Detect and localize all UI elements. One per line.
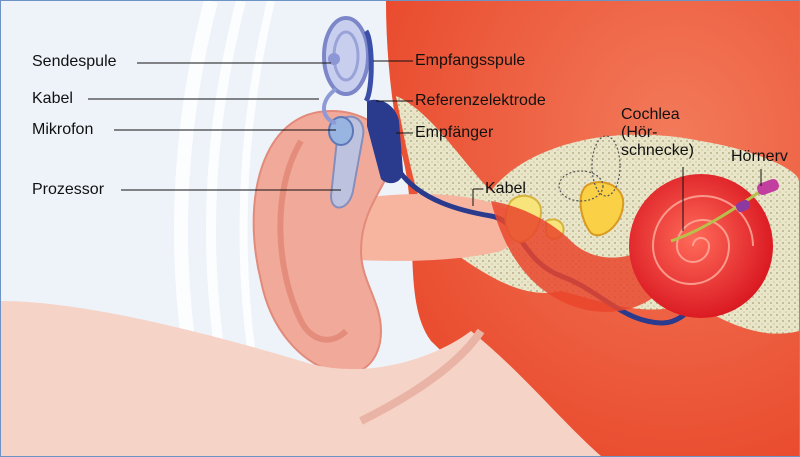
label-empfangsspule: Empfangsspule [415,52,525,70]
label-empfaenger: Empfänger [415,124,493,142]
label-prozessor: Prozessor [32,181,104,199]
label-cochlea: Cochlea (Hör- schnecke) [621,106,694,160]
label-kabel-inner: Kabel [485,180,526,198]
label-referenzelektrode: Referenzelektrode [415,92,546,110]
label-hoernerv: Hörnerv [731,148,788,166]
label-sendespule: Sendespule [32,53,117,71]
label-mikrofon: Mikrofon [32,121,93,139]
label-kabel-outer: Kabel [32,90,73,108]
